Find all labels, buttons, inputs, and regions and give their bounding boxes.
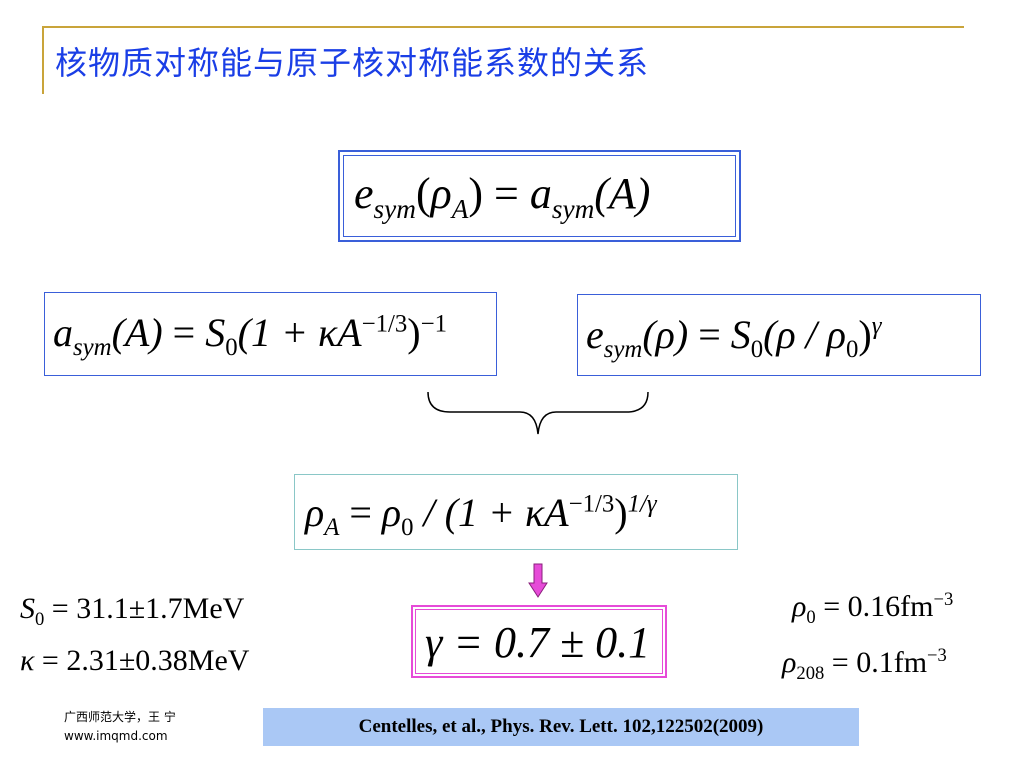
eq2-sub-0: 0 [225,334,238,361]
title-accent-horizontal [42,26,964,28]
eq2-sub-sym: sym [73,334,112,361]
eq4-exp: −1/3 [568,490,615,518]
param-rho0-exp: −3 [933,589,954,610]
result-box-gamma: γ = 0.7 ± 0.1 [411,605,667,678]
param-kappa-value: = 2.31±0.38MeV [34,644,250,677]
eq3-close: ) [858,312,872,357]
eq1-paren-close: ) [468,169,484,218]
equation-esym-rhoA-asym: esym(ρA) = asym(A) [354,169,651,223]
slide-title: 核物质对称能与原子核对称能系数的关系 [55,44,650,82]
eq2-a: a [53,310,73,355]
eq2-equals: = [162,310,206,355]
param-rho208-symbol: ρ [782,646,797,679]
eq3-body: (ρ / ρ [763,312,846,357]
eq3-rho-sub: 0 [846,336,859,363]
footer-org: 广西师范大学，王 宁 [64,710,176,724]
eq4-sub-0: 0 [401,514,414,541]
eq3-S: S [730,312,751,357]
eq3-sub-0: 0 [750,336,764,363]
eq1-sub-A: A [451,193,469,224]
param-rho208-exp: −3 [927,645,947,666]
eq2-close-exp: −1 [420,310,447,338]
eq1-rho: ρ [430,169,452,218]
eq1-e: e [354,169,374,218]
eq3-close-exp: γ [871,312,882,340]
eq3-equals: = [688,312,731,357]
param-S0-value: = 31.1±1.7MeV [44,592,245,625]
param-S0-symbol: S [20,592,35,625]
eq3-arg: (ρ) [642,312,689,357]
title-accent-vertical [42,26,44,94]
eq1-sub-sym-2: sym [551,193,595,224]
result-gamma: γ = 0.7 ± 0.1 [425,618,651,667]
eq1-arg-A: (A) [594,169,651,218]
footer-site: www.imqmd.com [64,729,168,743]
eq2-S: S [205,310,226,355]
eq1-sub-sym: sym [373,193,416,224]
equation-esym-rho: esym(ρ) = S0(ρ / ρ0)γ [586,312,882,362]
eq4-sub-A: A [324,514,340,541]
param-rho208-value: = 0.1fm [824,646,928,679]
equation-box-esym: esym(ρ) = S0(ρ / ρ0)γ [577,294,981,376]
eq2-body: (1 + κA [237,310,362,355]
equation-rhoA: ρA = ρ0 / (1 + κA−1/3)1/γ [305,490,657,540]
eq1-equals: = [483,169,530,218]
param-rho0-value: = 0.16fm [815,590,934,623]
equation-box-esym-asym: esym(ρA) = asym(A) [338,150,741,242]
param-rho0: ρ0 = 0.16fm−3 [792,589,954,627]
reference-box: Centelles, et al., Phys. Rev. Lett. 102,… [263,708,859,746]
eq4-close: ) [614,490,628,535]
eq4-rho: ρ [305,490,325,535]
param-S0: S0 = 31.1±1.7MeV [20,592,245,629]
eq4-equals: = [339,490,382,535]
down-arrow-icon [528,563,548,598]
eq2-arg: (A) [111,310,163,355]
eq3-e: e [586,312,604,357]
param-S0-sub: 0 [35,609,45,630]
equation-box-asym: asym(A) = S0(1 + κA−1/3)−1 [44,292,497,376]
equation-box-inner-border [343,155,736,237]
param-rho0-sub: 0 [806,607,816,628]
eq2-exp: −1/3 [361,310,408,338]
eq4-close-exp: 1/γ [627,490,657,518]
equation-asym-S0: asym(A) = S0(1 + κA−1/3)−1 [53,310,447,360]
param-kappa: κ = 2.31±0.38MeV [20,646,249,676]
param-rho208-sub: 208 [796,663,825,684]
param-kappa-symbol: κ [20,644,35,677]
param-rho208: ρ208 = 0.1fm−3 [782,645,947,683]
eq3-sub-sym: sym [603,336,643,363]
eq4-body: / (1 + κA [413,490,569,535]
eq2-close: ) [407,310,421,355]
equation-box-rhoA: ρA = ρ0 / (1 + κA−1/3)1/γ [294,474,738,550]
eq1-a: a [529,169,552,218]
combining-brace-icon [427,391,649,435]
eq1-paren-open: ( [415,169,431,218]
eq4-rho0: ρ [381,490,402,535]
result-box-inner-border [415,609,663,674]
param-rho0-symbol: ρ [792,590,807,623]
